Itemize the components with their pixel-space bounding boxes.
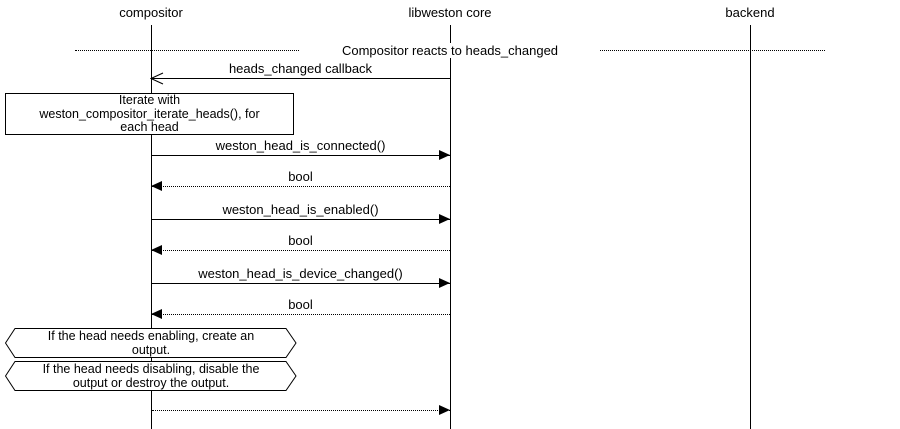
message-line-bool-3 [152,314,450,315]
message-line-heads-changed-callback [152,78,450,79]
message-label-is-enabled: weston_head_is_enabled() [222,202,379,217]
message-label-is-device-changed: weston_head_is_device_changed() [198,266,403,281]
filled-arrowhead-left-icon [151,309,162,319]
participant-compositor: compositor [119,5,183,20]
participant-backend: backend [725,5,775,20]
condition-box-enabling: If the head needs enabling, create an ou… [5,328,297,358]
filled-arrowhead-right-icon [439,214,450,224]
filled-arrowhead-left-icon [151,181,162,191]
message-line-bool-2 [152,250,450,251]
note-line-3: each head [120,120,179,134]
condition-line-2: output. [131,343,171,357]
message-line-is-device-changed [152,283,450,284]
divider-label: Compositor reacts to heads_changed [300,43,600,58]
message-label-bool-2: bool [288,233,313,248]
message-label-is-connected: weston_head_is_connected() [215,138,386,153]
filled-arrowhead-right-icon [439,278,450,288]
note-line-1: Iterate with [118,93,181,107]
condition-line-2: output or destroy the output. [72,376,230,390]
condition-text: If the head needs enabling, create an ou… [5,329,297,357]
condition-line-1: If the head needs disabling, disable the [42,362,260,376]
message-label-heads-changed-callback: heads_changed callback [228,61,373,76]
message-label-bool-1: bool [288,169,313,184]
note-line-2: weston_compositor_iterate_heads(), for [39,106,260,121]
condition-text: If the head needs disabling, disable the… [5,362,297,390]
message-line-is-enabled [152,219,450,220]
note-iterate-heads: Iterate with weston_compositor_iterate_h… [5,93,294,135]
message-label-bool-3: bool [288,297,313,312]
hexagon-shape [5,328,297,358]
participant-libweston-core: libweston core [408,5,492,20]
lifeline-backend [750,25,751,429]
message-line-final [152,410,450,411]
lifeline-compositor [151,25,152,429]
message-line-is-connected [152,155,450,156]
hexagon-shape [5,361,297,391]
filled-arrowhead-right-icon [439,150,450,160]
lifeline-libweston-core [450,25,451,429]
open-arrowhead-left-icon [150,72,164,85]
filled-arrowhead-left-icon [151,245,162,255]
message-line-bool-1 [152,186,450,187]
condition-line-1: If the head needs enabling, create an [47,329,255,343]
filled-arrowhead-right-icon [439,405,450,415]
condition-box-disabling: If the head needs disabling, disable the… [5,361,297,391]
